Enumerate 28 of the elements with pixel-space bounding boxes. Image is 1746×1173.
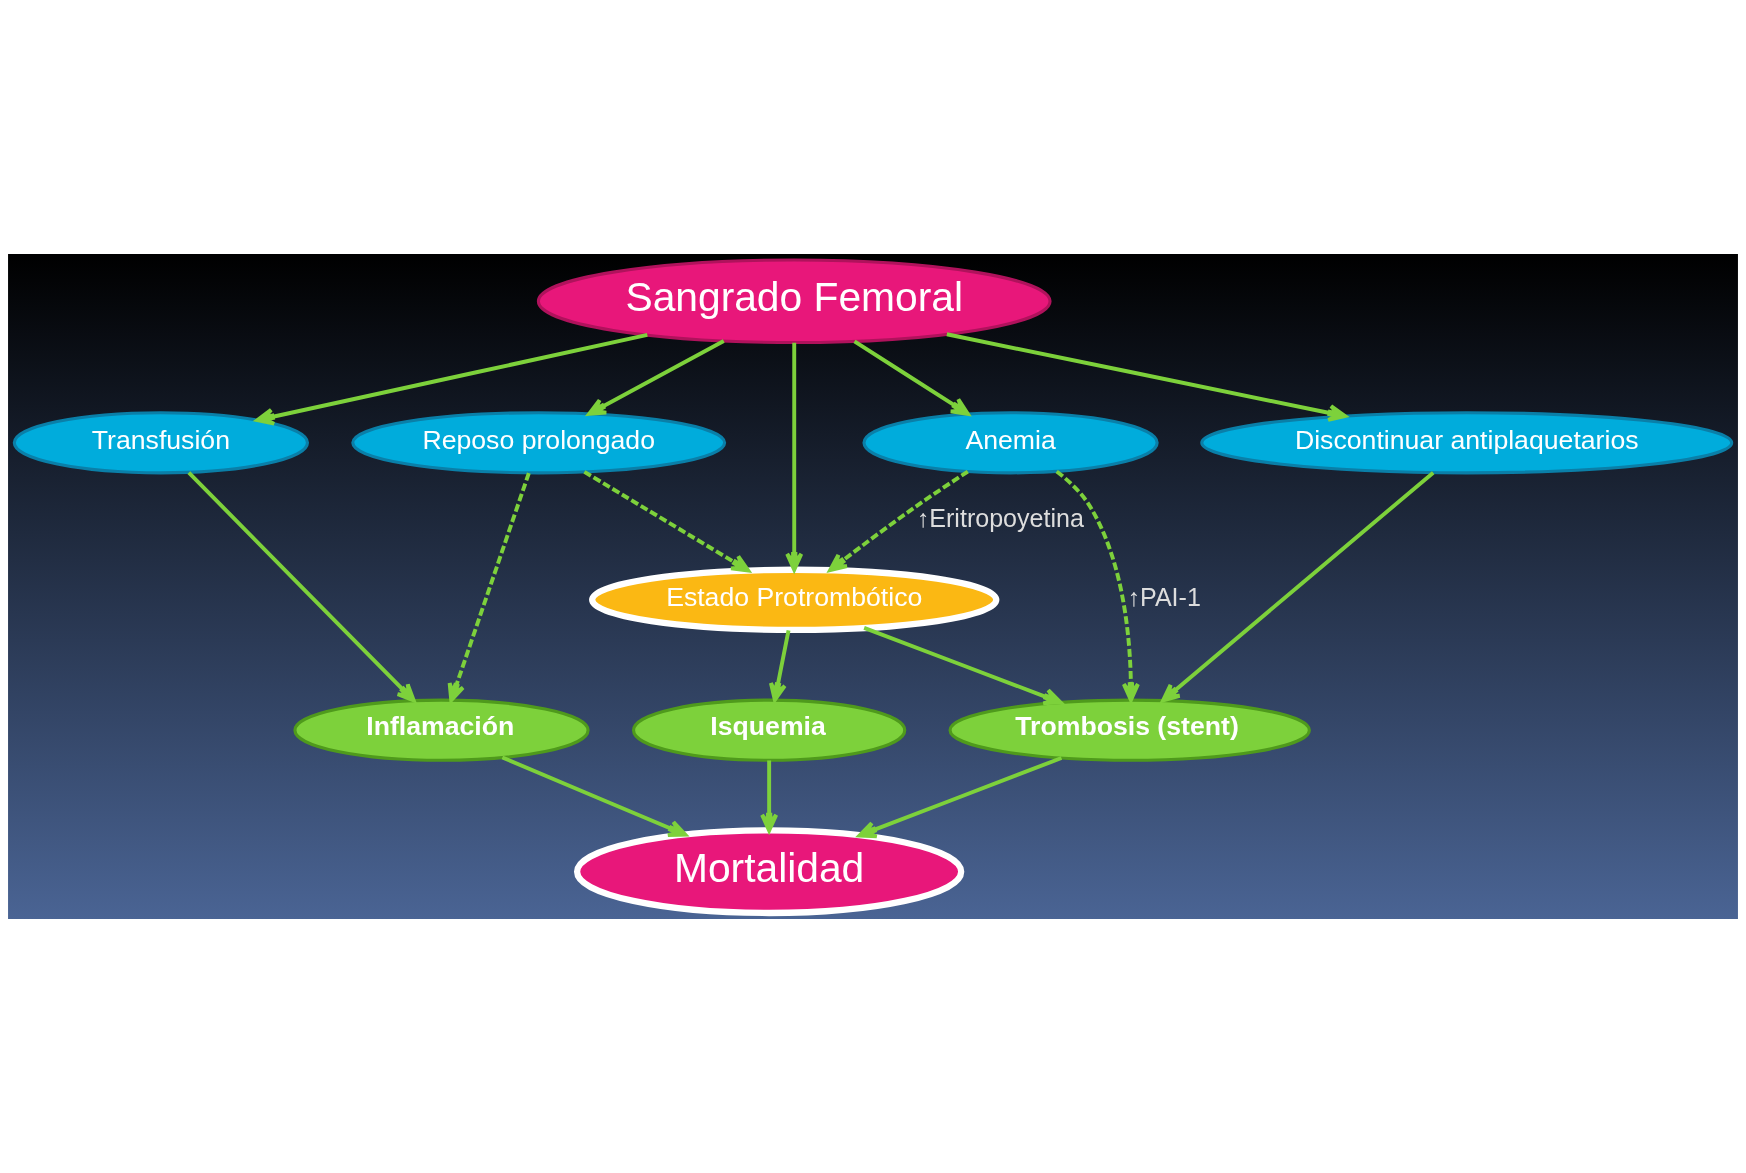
node-ellipse: Transfusión	[12, 411, 310, 475]
arrow	[587, 339, 725, 416]
arrow	[828, 469, 969, 573]
edge-label: ↑PAI-1	[1127, 582, 1201, 611]
edge-label: ↑Eritropoyetina	[916, 504, 1085, 533]
node-ellipse: Isquemia	[631, 698, 907, 762]
arrow	[785, 342, 804, 572]
node-ellipse: Estado Protrombótico	[589, 566, 1000, 634]
node-ellipse: Mortalidad	[573, 827, 965, 917]
arrow	[447, 472, 531, 703]
node-ellipse: Sangrado Femoral	[536, 258, 1052, 345]
arrow	[768, 629, 791, 702]
arrow	[863, 626, 1063, 706]
arrow	[853, 339, 970, 416]
node-ellipse: Discontinuar antiplaquetarios	[1200, 411, 1734, 475]
node-ellipse: Anemia	[862, 411, 1159, 475]
arrow	[255, 333, 648, 426]
arrow	[760, 760, 779, 833]
arrow	[857, 756, 1063, 839]
node-ellipse: Inflamación	[293, 698, 590, 762]
node-ellipse: Trombosis (stent)	[948, 698, 1311, 762]
arrow	[501, 755, 688, 838]
arrow	[583, 470, 751, 573]
arrow	[187, 471, 416, 703]
arrow	[946, 332, 1347, 422]
arrow	[1055, 469, 1140, 702]
arrow	[1161, 471, 1435, 703]
node-ellipse: Reposo prolongado	[351, 411, 727, 475]
